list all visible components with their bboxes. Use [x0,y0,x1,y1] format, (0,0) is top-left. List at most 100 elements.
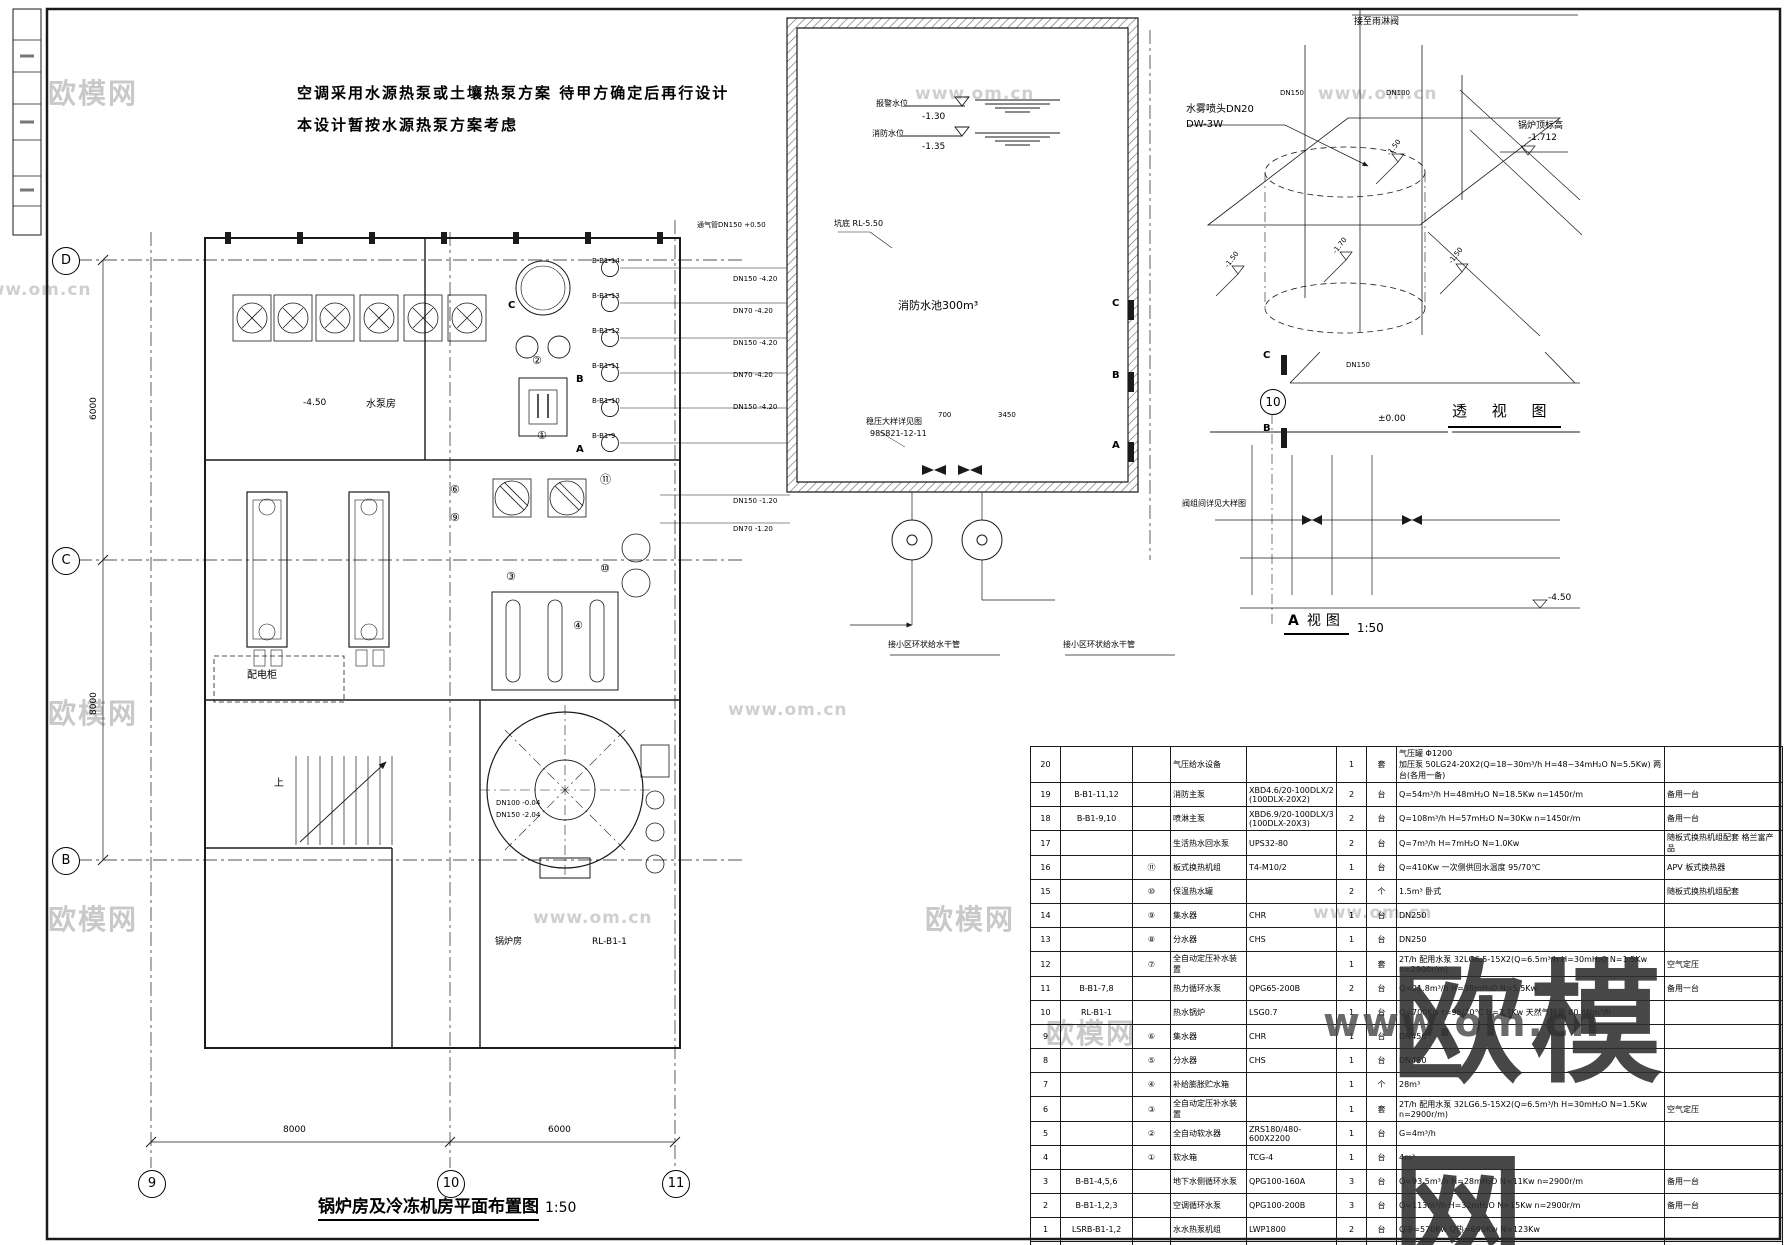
pipe-label: B-B1-14 [592,257,620,265]
pipe-label: DN100 -0.04 [496,799,541,807]
cell-code: B-B1-4,5,6 [1060,1169,1133,1194]
cell-no: 2 [1030,1193,1061,1218]
table-header-row: 序号 符号 图位号 设 备 名 称 型号 数量 单位 性 能 规 格 备 注 [1030,1241,1783,1245]
cell-qty: 1 [1336,1072,1367,1097]
cell-model: ZRS180/480-600X2200 [1246,1121,1337,1146]
cell-no: 7 [1030,1072,1061,1097]
cell-qty: 1 [1336,903,1367,928]
pool-label: 3450 [998,411,1016,419]
pool-label: 98S821-12-11 [870,429,927,438]
cell-spec: 2T/h 配用水泵 32LG6.5-15X2(Q=6.5m³/h H=30mH₂… [1396,1096,1665,1122]
sheet-frame-lines [12,7,1782,1241]
dimension-label: 8000 [89,692,99,715]
grid-bubble: B [52,847,80,875]
cell-model: CHR [1246,903,1337,928]
cell-name: 补给膨胀贮水箱 [1170,1072,1247,1097]
pipe-label: B-B1-12 [592,327,620,335]
cell-no: 10 [1030,1000,1061,1025]
cell-code [1060,1024,1133,1049]
cell-code: B-B1-9,10 [1060,806,1133,831]
viewA-label: 阀组间详见大样图 [1182,499,1246,508]
cell-name: 全自动定压补水装置 [1170,951,1247,977]
cell-pos: ③ [1132,1096,1171,1122]
cell-pos: ① [1132,1145,1171,1170]
persp-label: 水雾喷头DN20 [1186,104,1254,115]
table-row: 20 气压给水设备 1 套 气压罐 Φ1200 加压泵 50LG24-20X2(… [1030,746,1783,783]
grid-bubble: D [52,247,80,275]
th-pos: 图位号 [1132,1241,1171,1245]
cell-model: CHS [1246,927,1337,952]
cell-name: 水水热泵机组 [1170,1217,1247,1242]
cell-code [1060,1072,1133,1097]
cell-pos: ⑦ [1132,951,1171,977]
cell-pos: ⑤ [1132,1048,1171,1073]
cell-no: 5 [1030,1121,1061,1146]
cell-spec: Q=54m³/h H=48mH₂O N=18.5Kw n=1450r/m [1396,782,1665,807]
pipe-label: B-B1-13 [592,292,620,300]
cell-qty: 2 [1336,830,1367,856]
viewA-label: -4.50 [1548,593,1572,603]
cell-remark [1664,1000,1783,1025]
cell-remark [1664,1121,1783,1146]
pool-label: 700 [938,411,952,419]
persp-linework [1188,8,1583,384]
watermark: www.om.cn [1318,84,1438,104]
persp-label: DN150 [1346,361,1370,369]
cell-qty: 1 [1336,1048,1367,1073]
pool-label: C [1112,298,1120,309]
cell-code [1060,830,1133,856]
cell-name: 全自动定压补水装置 [1170,1096,1247,1122]
cell-qty: 1 [1336,855,1367,880]
plan-label: 配电柜 [247,670,277,681]
cell-model: XBD4.6/20-100DLX/2 (100DLX-20X2) [1246,782,1337,807]
cell-spec: Q=108m³/h H=57mH₂O N=30Kw n=1450r/m [1396,806,1665,831]
dimension-label: 8000 [283,1125,306,1135]
persp-label: DN100 [1386,89,1410,97]
cell-qty: 1 [1336,927,1367,952]
pool-label: 接小区环状给水干管 [1063,640,1135,649]
viewA-label: ±0.00 [1378,414,1406,424]
pipe-label: DN150 -2.04 [496,811,541,819]
cell-code [1060,903,1133,928]
cell-model [1246,1072,1337,1097]
cell-code: LSRB-B1-1,2 [1060,1217,1133,1242]
pool-label: -1.30 [922,112,946,122]
pipe-label: DN70 -4.20 [733,307,773,315]
cell-pos [1132,1169,1171,1194]
cell-unit: 台 [1366,782,1397,807]
cell-no: 4 [1030,1145,1061,1170]
cell-pos [1132,830,1171,856]
grid-bubble: 10 [437,1170,465,1198]
cell-name: 生活热水回水泵 [1170,830,1247,856]
cell-unit: 台 [1366,806,1397,831]
cell-qty: 2 [1336,1217,1367,1242]
grid-bubble: 11 [662,1170,690,1198]
cell-name: 分水器 [1170,927,1247,952]
watermark: 欧模网 [48,903,139,936]
cell-code [1060,1121,1133,1146]
cell-model [1246,746,1337,783]
cell-name: 保温热水罐 [1170,879,1247,904]
cell-no: 6 [1030,1096,1061,1122]
cell-model: QPG100-160A [1246,1169,1337,1194]
cell-spec: 4m³ [1396,1145,1665,1170]
cell-no: 17 [1030,830,1061,856]
dimension-label: 6000 [548,1125,571,1135]
pool-label: 接小区环状给水干管 [888,640,960,649]
cell-pos: ② [1132,1121,1171,1146]
design-note-line1: 空调采用水源热泵或土壤热泵方案 待甲方确定后再行设计 [297,84,730,102]
table-row: 16 ⑪ 板式换热机组 T4-M10/2 1 台 Q=410Kw 一次侧供回水温… [1030,855,1783,880]
cell-qty: 1 [1336,1121,1367,1146]
cell-name: 喷淋主泵 [1170,806,1247,831]
cell-spec: 28m³ [1396,1072,1665,1097]
pipe-label: DN150 -4.20 [733,275,778,283]
cell-remark [1664,746,1783,783]
cell-qty: 2 [1336,976,1367,1001]
position-marker-icon: ⑩ [600,562,610,575]
cell-model: UPS32-80 [1246,830,1337,856]
cell-qty: 2 [1336,806,1367,831]
pool-label: 消防水位 [872,129,904,138]
